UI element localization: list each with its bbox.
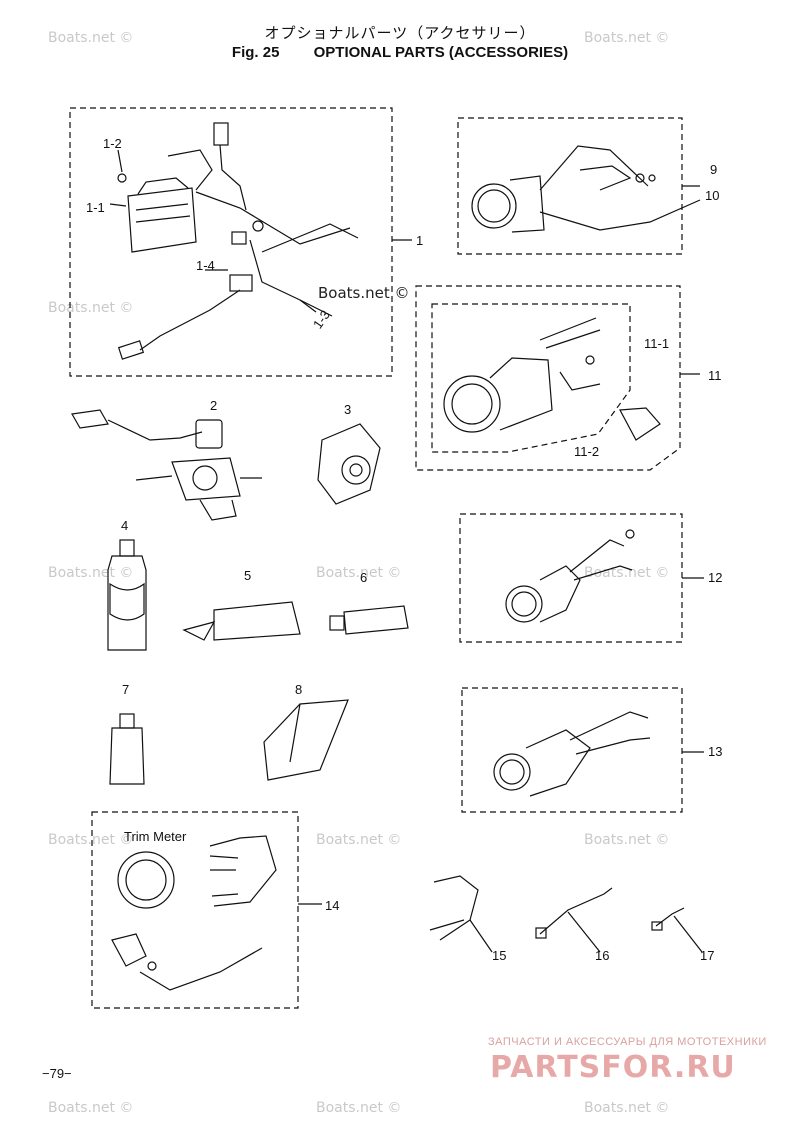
item-9-frame [457,117,683,255]
item-1-frame [69,107,393,377]
spray-can-part [109,713,145,785]
page-title: Fig. 25 OPTIONAL PARTS (ACCESSORIES) [0,44,800,61]
callout-1-2: 1-2 [103,136,122,151]
callout-2: 2 [210,398,218,413]
callout-11-2: 11-2 [574,444,600,459]
callout-1-1: 1-1 [86,200,105,215]
watermark: Boats.net © [48,1100,134,1116]
oil-bottle-part [107,539,147,651]
hour-meter-part [493,711,651,797]
watermark: Boats.net © [316,565,402,581]
callout-4: 4 [121,518,129,533]
watermark: Boats.net © [48,565,134,581]
grease-tube-part [182,601,301,641]
brand-subtitle: ЗАПЧАСТИ И АКСЕССУАРЫ ДЛЯ МОТОТЕХНИКИ [488,1036,767,1048]
callout-1-4: 1-4 [196,258,215,273]
extension-cable-part [535,887,613,953]
item-12-frame [459,513,683,643]
brand-logo: PARTSFOR.RU [490,1050,736,1085]
watermark: Boats.net © [584,565,670,581]
watermark: Boats.net © [48,30,134,46]
callout-16: 16 [595,948,610,963]
item-13-frame [461,687,683,813]
tachometer-part [471,145,701,233]
figure-number: Fig. 25 [231,44,280,61]
volt-meter-part [505,529,635,623]
speedometer-part [443,317,661,441]
figure-title: OPTIONAL PARTS (ACCESSORIES) [313,44,569,61]
watermark: Boats.net © [318,284,410,302]
item-11-frame [415,285,681,471]
watermark: Boats.net © [584,30,670,46]
callout-1: 1 [416,233,424,248]
watermark: Boats.net © [584,832,670,848]
callout-15: 15 [492,948,507,963]
watermark: Boats.net © [316,832,402,848]
watermark: Boats.net © [316,1100,402,1116]
callout-3: 3 [344,402,352,417]
watermark: Boats.net © [48,300,134,316]
item-14-frame [91,811,299,1009]
callout-12: 12 [708,570,723,585]
small-tube-part [329,605,409,635]
callout-10: 10 [705,188,720,203]
callout-11: 11 [708,368,722,383]
callout-8: 8 [295,682,303,697]
touch-up-packet-part [263,699,349,781]
page-number: −79− [42,1066,72,1081]
callout-13: 13 [708,744,723,759]
callout-6: 6 [360,570,368,585]
watermark: Boats.net © [584,1100,670,1116]
callout-14: 14 [325,898,340,913]
callout-5: 5 [244,568,252,583]
callout-7: 7 [122,682,130,697]
sensor-harness-part [429,875,493,953]
grommet-part [317,423,381,505]
remote-control-part [71,409,262,521]
callout-17: 17 [700,948,715,963]
rectifier-part [109,149,197,253]
watermark: Boats.net © [48,832,134,848]
fuse-part [651,907,703,953]
trim-meter-label: Trim Meter [124,829,187,844]
callout-9: 9 [710,162,718,177]
wire-harness-part [117,122,359,360]
callout-11-1: 11-1 [644,336,670,351]
trim-meter-part [111,835,277,991]
page-title-japanese: オプショナルパーツ（アクセサリー） [264,24,536,42]
